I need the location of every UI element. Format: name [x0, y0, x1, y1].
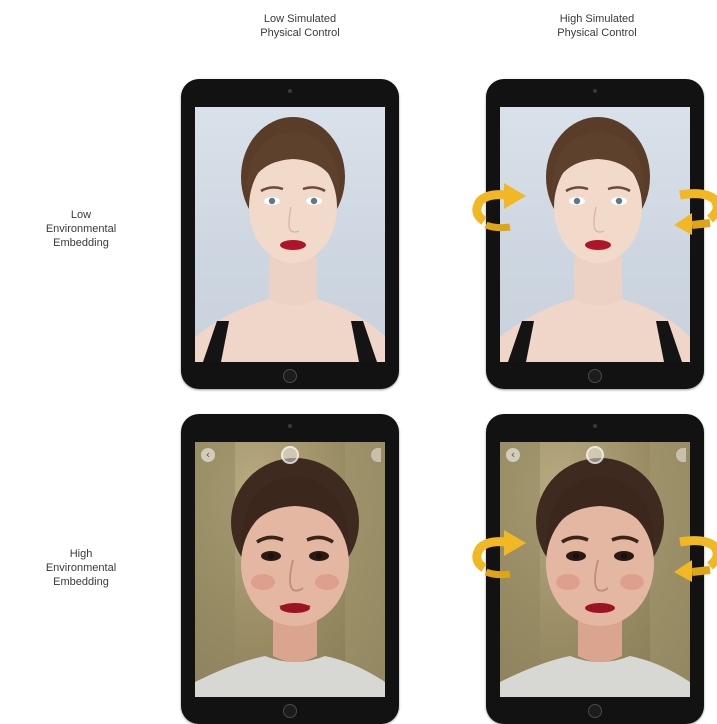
tablet-home-button [283, 704, 297, 718]
side-menu-tab[interactable] [371, 448, 381, 462]
tablet-camera [593, 89, 597, 93]
tablet-low-control-high-embedding: ‹ [181, 414, 399, 724]
tablet-screen: ‹ [500, 442, 690, 697]
rotate-arrow-icon [674, 189, 717, 235]
face-image-room [500, 442, 690, 697]
tablet-camera [288, 424, 292, 428]
tablet-camera [288, 89, 292, 93]
tablet-low-control-low-embedding [181, 79, 399, 389]
tablet-high-control-high-embedding: ‹ [486, 414, 704, 724]
camera-shutter-icon[interactable] [586, 446, 604, 464]
tablet-home-button [283, 369, 297, 383]
side-menu-tab[interactable] [676, 448, 686, 462]
tablet-screen [500, 107, 690, 362]
tablet-screen: ‹ [195, 442, 385, 697]
face-image-studio [195, 117, 385, 362]
tablet-camera [593, 424, 597, 428]
tablet-home-button [588, 704, 602, 718]
column-label-high-physical-control: High Simulated Physical Control [557, 13, 637, 39]
back-button[interactable]: ‹ [506, 448, 520, 462]
tablet-screen [195, 107, 385, 362]
row-label-low-environmental-embedding: Low Environmental Embedding [45, 209, 117, 249]
rotate-arrow-icon [472, 183, 526, 232]
face-image-studio [500, 117, 690, 362]
rotate-arrow-icon [674, 536, 717, 582]
tablet-high-control-low-embedding [486, 79, 704, 389]
column-label-low-physical-control: Low Simulated Physical Control [260, 13, 340, 39]
face-image-room [195, 442, 385, 697]
rotate-arrow-icon [472, 530, 526, 579]
tablet-home-button [588, 369, 602, 383]
row-label-high-environmental-embedding: High Environmental Embedding [45, 548, 117, 588]
back-button[interactable]: ‹ [201, 448, 215, 462]
camera-shutter-icon[interactable] [281, 446, 299, 464]
